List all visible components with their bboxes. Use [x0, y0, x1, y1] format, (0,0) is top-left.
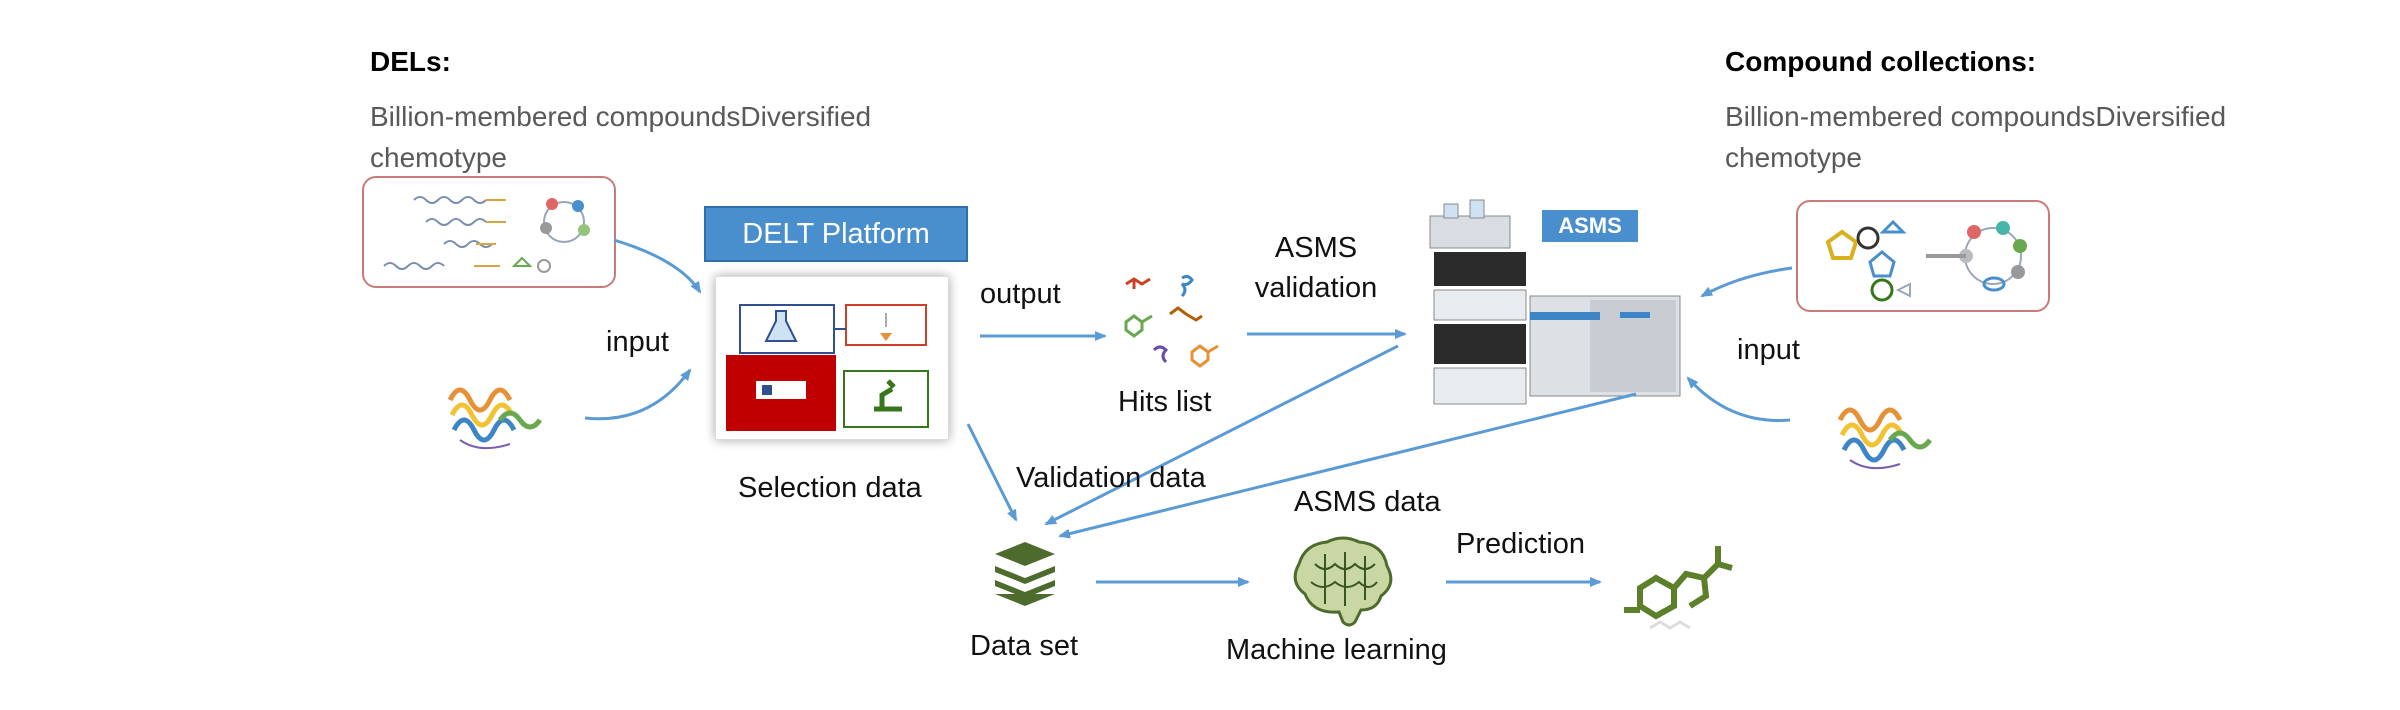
label-prediction: Prediction — [1456, 528, 1585, 560]
label-hits-list: Hits list — [1118, 386, 1212, 418]
delt-platform-panel — [715, 276, 949, 440]
arrow-del-to-platform — [613, 238, 702, 294]
dels-title: DELs: — [370, 46, 451, 77]
compound-collections-description: Billion-membered compoundsDiversified ch… — [1725, 101, 2227, 173]
label-input-left: input — [606, 326, 669, 358]
label-machine-learning: Machine learning — [1226, 634, 1447, 666]
arrow-protein-to-asms — [1686, 376, 1791, 422]
lab-workflow-icon — [726, 304, 929, 431]
label-asms-data: ASMS data — [1294, 486, 1441, 518]
compound-shapes-icon — [1825, 219, 2027, 302]
protein-target-icon-right — [1837, 407, 1933, 470]
label-validation-data: Validation data — [1016, 462, 1206, 494]
asms-instrument-icon — [1429, 199, 1681, 405]
machine-learning-brain-icon — [1293, 536, 1393, 627]
label-selection-data: Selection data — [738, 472, 922, 504]
label-data-set: Data set — [970, 630, 1078, 662]
data-set-stack-icon — [995, 542, 1055, 606]
compound-collections-title: Compound collections: — [1725, 46, 2037, 77]
arrow-validation-to-dataset — [1044, 344, 1399, 526]
label-output: output — [980, 278, 1061, 310]
arrow-protein-to-platform — [584, 368, 692, 421]
label-asms-validation: ASMS validation — [1254, 232, 1378, 304]
predicted-molecule-icon — [1624, 546, 1733, 630]
asms-badge: ASMS — [1542, 210, 1638, 242]
protein-target-icon-left — [447, 387, 543, 450]
arrow-collection-to-asms — [1700, 266, 1793, 298]
arrow-selection-to-dataset — [966, 423, 1018, 522]
compound-collection-image — [1796, 200, 2050, 312]
dna-encoded-library-icon — [383, 196, 590, 273]
hits-list-molecules-icon — [1124, 274, 1219, 368]
label-input-right: input — [1737, 334, 1800, 366]
dels-description: Billion-membered compoundsDiversified ch… — [370, 101, 872, 173]
delt-platform-title: DELT Platform — [704, 206, 968, 262]
arrow-asms-to-dataset — [1058, 392, 1637, 539]
del-library-image — [362, 176, 616, 288]
